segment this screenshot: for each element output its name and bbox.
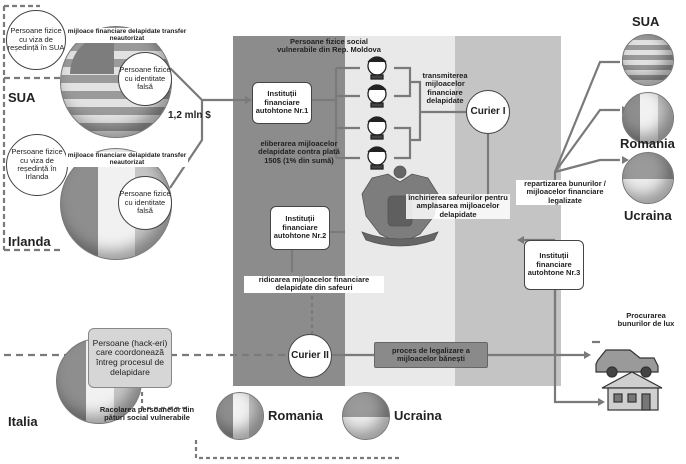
italia-country-label: Italia [8,414,38,429]
usa-false-id-label: Persoane fizice cu identitate falsă [119,65,171,92]
safe-rent-label: închirierea safeurilor pentru amplasarea… [406,193,510,220]
usa-transfer-label: mijloace financiare delapidate transfer … [66,28,188,43]
courier-2-label: Curier II [291,350,329,362]
irlanda-transfer-label: mijloace financiare delapidate transfer … [66,152,188,167]
hackers-box: Persoane (hack-eri) care coordonează înt… [88,328,172,388]
romania-right-country-label: Romania [620,136,675,151]
usa-visa-persons-circle: Persoane fizice cu viza de reședință în … [6,10,66,70]
romania-flag-bottom-icon [216,392,264,440]
luxury-label: Procurarea bunurilor de lux [617,311,675,329]
irlanda-visa-persons-label: Persoane fizice cu viza de reședință în … [11,147,63,182]
courier-1-circle: Curier I [466,90,510,134]
courier-2-circle: Curier II [288,334,332,378]
irlanda-false-id-circle: Persoane fizice cu identitate falsă [118,176,172,230]
institution-3-label: Instituții financiare autohtone Nr.3 [527,251,581,278]
usa-visa-persons-label: Persoane fizice cu viza de reședință în … [7,26,65,53]
usa-false-id-circle: Persoane fizice cu identitate falsă [118,52,172,106]
institution-2-label: Instituții financiare autohtone Nr.2 [273,214,327,241]
irlanda-false-id-label: Persoane fizice cu identitate falsă [119,189,171,216]
institution-3-box: Instituții financiare autohtone Nr.3 [524,240,584,290]
safe-withdraw-label: ridicarea mijloacelor financiare delapid… [244,275,384,293]
recruitment-label: Racolarea persoanelor din pături social … [99,405,195,423]
distribution-label: repartizarea bunurilor / mijloacelor fin… [516,179,614,206]
romania-flag-right-icon [622,92,674,144]
hackers-label: Persoane (hack-eri) care coordonează înt… [92,337,168,377]
ucraina-flag-right-icon [622,152,674,204]
usa-country-label: SUA [8,90,36,105]
usa-right-country-label: SUA [632,14,660,29]
institution-1-box: Instituții financiare autohtone Nr.1 [252,82,312,124]
romania-bottom-country-label: Romania [268,408,323,423]
institution-2-box: Instituții financiare autohtone Nr.2 [270,206,330,250]
amount-label: 1,2 mln $ [168,110,211,121]
release-label: eliberarea mijloacelor delapidate contra… [258,139,340,165]
ucraina-bottom-country-label: Ucraina [394,408,442,423]
ucraina-right-country-label: Ucraina [624,208,672,223]
irlanda-country-label: Irlanda [8,234,51,249]
irlanda-visa-persons-circle: Persoane fizice cu viza de reședință în … [6,134,68,196]
legalization-label: proces de legalizare a mijloacelor băneș… [392,345,470,363]
vulnerable-persons-label: Persoane fizice social vulnerabile din R… [277,37,381,55]
transmission-label: transmiterea mijloacelor financiare dela… [422,71,468,106]
usa-flag-right-icon [622,34,674,86]
institution-1-label: Instituții financiare autohtone Nr.1 [255,89,309,116]
ucraina-flag-bottom-icon [342,392,390,440]
courier-1-label: Curier I [470,106,506,118]
legalization-box: proces de legalizare a mijloacelor băneș… [374,342,488,368]
